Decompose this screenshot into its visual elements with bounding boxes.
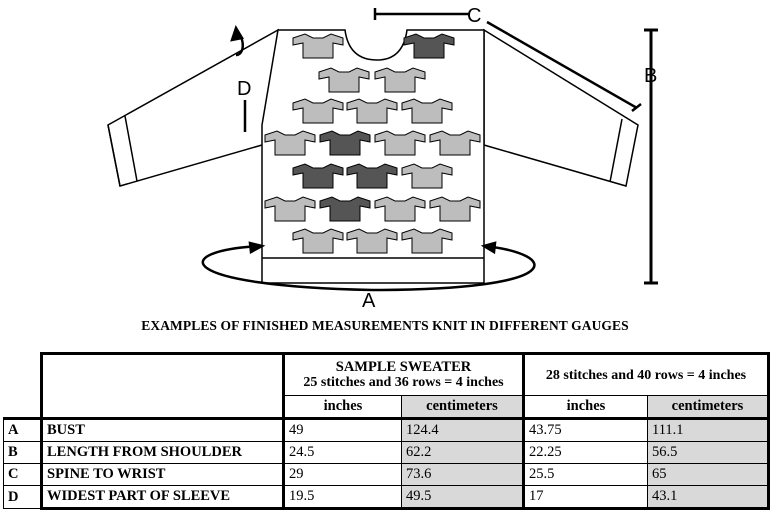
diagram-caption: EXAMPLES OF FINISHED MEASUREMENTS KNIT I…: [141, 318, 629, 333]
mini-sweater-swatch: [318, 67, 370, 93]
table-row: B LENGTH FROM SHOULDER 24.5 62.2 22.25 5…: [3, 441, 770, 464]
sweater-diagram: A B C D: [107, 5, 658, 312]
cell: 62.2: [401, 441, 524, 464]
table-row: C SPINE TO WRIST 29 73.6 25.5 65: [3, 463, 770, 486]
label-d: D: [237, 78, 251, 100]
cell: 65: [647, 463, 770, 486]
units-row: inches centimeters inches centimeters: [4, 395, 770, 419]
table-row: D WIDEST PART OF SLEEVE 19.5 49.5 17 43.…: [3, 485, 770, 510]
dimension-a: [201, 241, 536, 292]
sample-gauge: 25 stitches and 36 rows = 4 inches: [303, 375, 504, 390]
header-blank: [40, 352, 284, 419]
cell: 124.4: [401, 417, 524, 442]
cell: 43.1: [647, 485, 770, 510]
dimension-d: [230, 25, 247, 132]
row-key: A: [3, 417, 42, 442]
row-label: LENGTH FROM SHOULDER: [40, 441, 284, 464]
mini-sweater-swatch: [429, 130, 481, 156]
mini-sweater-swatch: [264, 196, 316, 222]
row-label: WIDEST PART OF SLEEVE: [40, 485, 284, 510]
mini-sweater-swatches: [264, 33, 481, 254]
dimension-b: [644, 28, 658, 285]
mini-sweater-swatch: [374, 67, 426, 93]
cell: 24.5: [282, 441, 402, 464]
label-b: B: [644, 65, 657, 87]
mini-sweater-swatch: [401, 163, 453, 189]
table-header-row: SAMPLE SWEATER 25 stitches and 36 rows =…: [4, 352, 770, 419]
cell: 49.5: [401, 485, 524, 510]
cell: 17: [522, 485, 648, 510]
cell: 22.25: [522, 441, 648, 464]
mini-sweater-swatch: [319, 130, 371, 156]
cell: 56.5: [647, 441, 770, 464]
row-key: D: [3, 485, 42, 509]
mini-sweater-swatch: [292, 33, 344, 59]
cell: 73.6: [401, 463, 524, 486]
mini-sweater-swatch: [319, 196, 371, 222]
sample-sweater-header: SAMPLE SWEATER 25 stitches and 36 rows =…: [282, 352, 524, 396]
mini-sweater-swatch: [292, 228, 344, 254]
mini-sweater-swatch: [429, 196, 481, 222]
cell: 43.75: [522, 417, 648, 442]
unit-inches-1: inches: [282, 395, 402, 419]
unit-cm-2: centimeters: [647, 395, 770, 419]
sample-sweater-title: SAMPLE SWEATER: [335, 359, 472, 375]
mini-sweater-swatch: [374, 130, 426, 156]
measurements-table: SAMPLE SWEATER 25 stitches and 36 rows =…: [3, 352, 770, 510]
mini-sweater-swatch: [401, 98, 453, 124]
mini-sweater-swatch: [346, 163, 398, 189]
label-c: C: [467, 5, 481, 27]
unit-cm-1: centimeters: [401, 395, 524, 419]
dimension-c: [373, 8, 642, 112]
cell: 29: [282, 463, 402, 486]
mini-sweater-swatch: [374, 196, 426, 222]
cell: 19.5: [282, 485, 402, 510]
row-label: BUST: [40, 417, 284, 442]
row-key: B: [3, 441, 42, 464]
mini-sweater-swatch: [401, 228, 453, 254]
alt-gauge: 28 stitches and 40 rows = 4 inches: [545, 367, 747, 383]
mini-sweater-swatch: [346, 98, 398, 124]
mini-sweater-swatch: [292, 163, 344, 189]
label-a: A: [362, 290, 376, 312]
cell: 111.1: [647, 417, 770, 442]
table-row: A BUST 49 124.4 43.75 111.1: [3, 417, 770, 442]
mini-sweater-swatch: [403, 33, 455, 59]
unit-inches-2: inches: [522, 395, 648, 419]
mini-sweater-swatch: [292, 98, 344, 124]
mini-sweater-swatch: [346, 228, 398, 254]
sweater-outline: [107, 28, 639, 284]
alt-gauge-header: 28 stitches and 40 rows = 4 inches: [522, 352, 770, 396]
mini-sweater-swatch: [264, 130, 316, 156]
cell: 49: [282, 417, 402, 442]
cell: 25.5: [522, 463, 648, 486]
row-label: SPINE TO WRIST: [40, 463, 284, 486]
row-key: C: [3, 463, 42, 486]
